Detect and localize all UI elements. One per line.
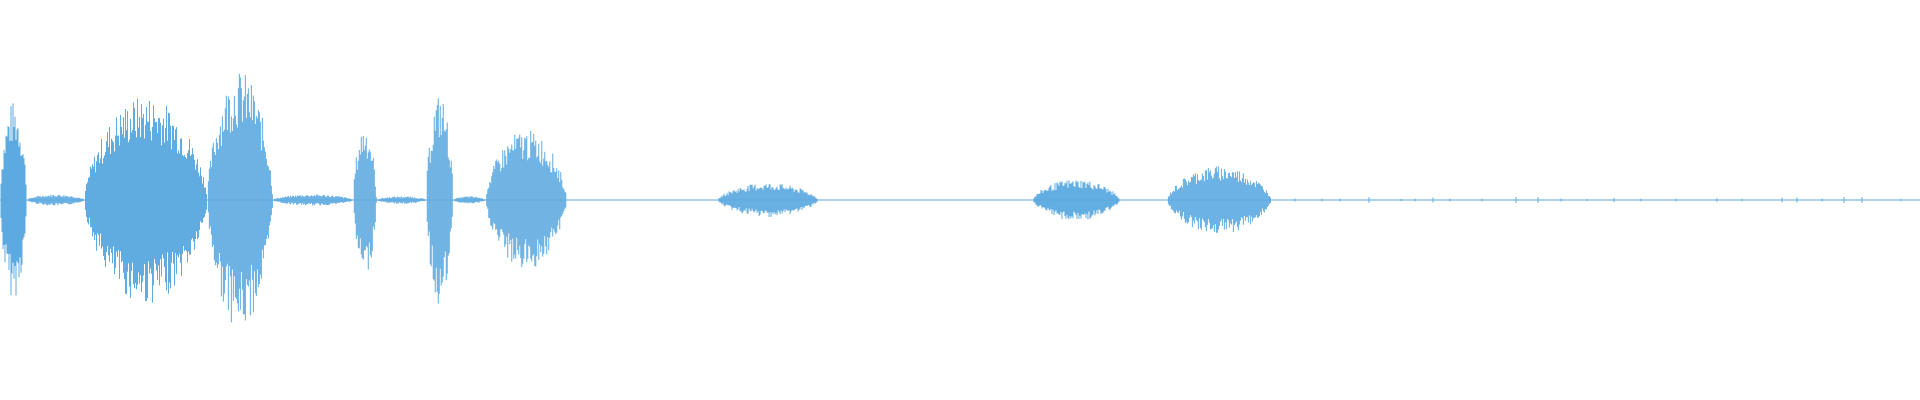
waveform-noise-floor [1269,197,1902,203]
waveform-segment-click-1 [353,135,377,270]
waveform-segment-breath-1 [718,184,818,217]
waveform-segment-phrase-4 [1033,180,1120,220]
waveform-segment-phrase-3 [486,130,567,268]
waveform-segment-tail-1 [27,194,85,206]
waveform-bars [0,73,1902,323]
waveform-segment-phrase-2 [207,73,273,323]
waveform-segment-click-2 [426,98,453,304]
waveform-segment-tail-4 [453,196,486,204]
waveform-segment-burst-1 [0,103,27,296]
waveform-segment-phrase-5 [1167,166,1271,233]
waveform-segment-phrase-1 [84,98,207,303]
waveform-segment-tail-3 [376,196,426,204]
waveform-segment-tail-2 [273,194,354,206]
